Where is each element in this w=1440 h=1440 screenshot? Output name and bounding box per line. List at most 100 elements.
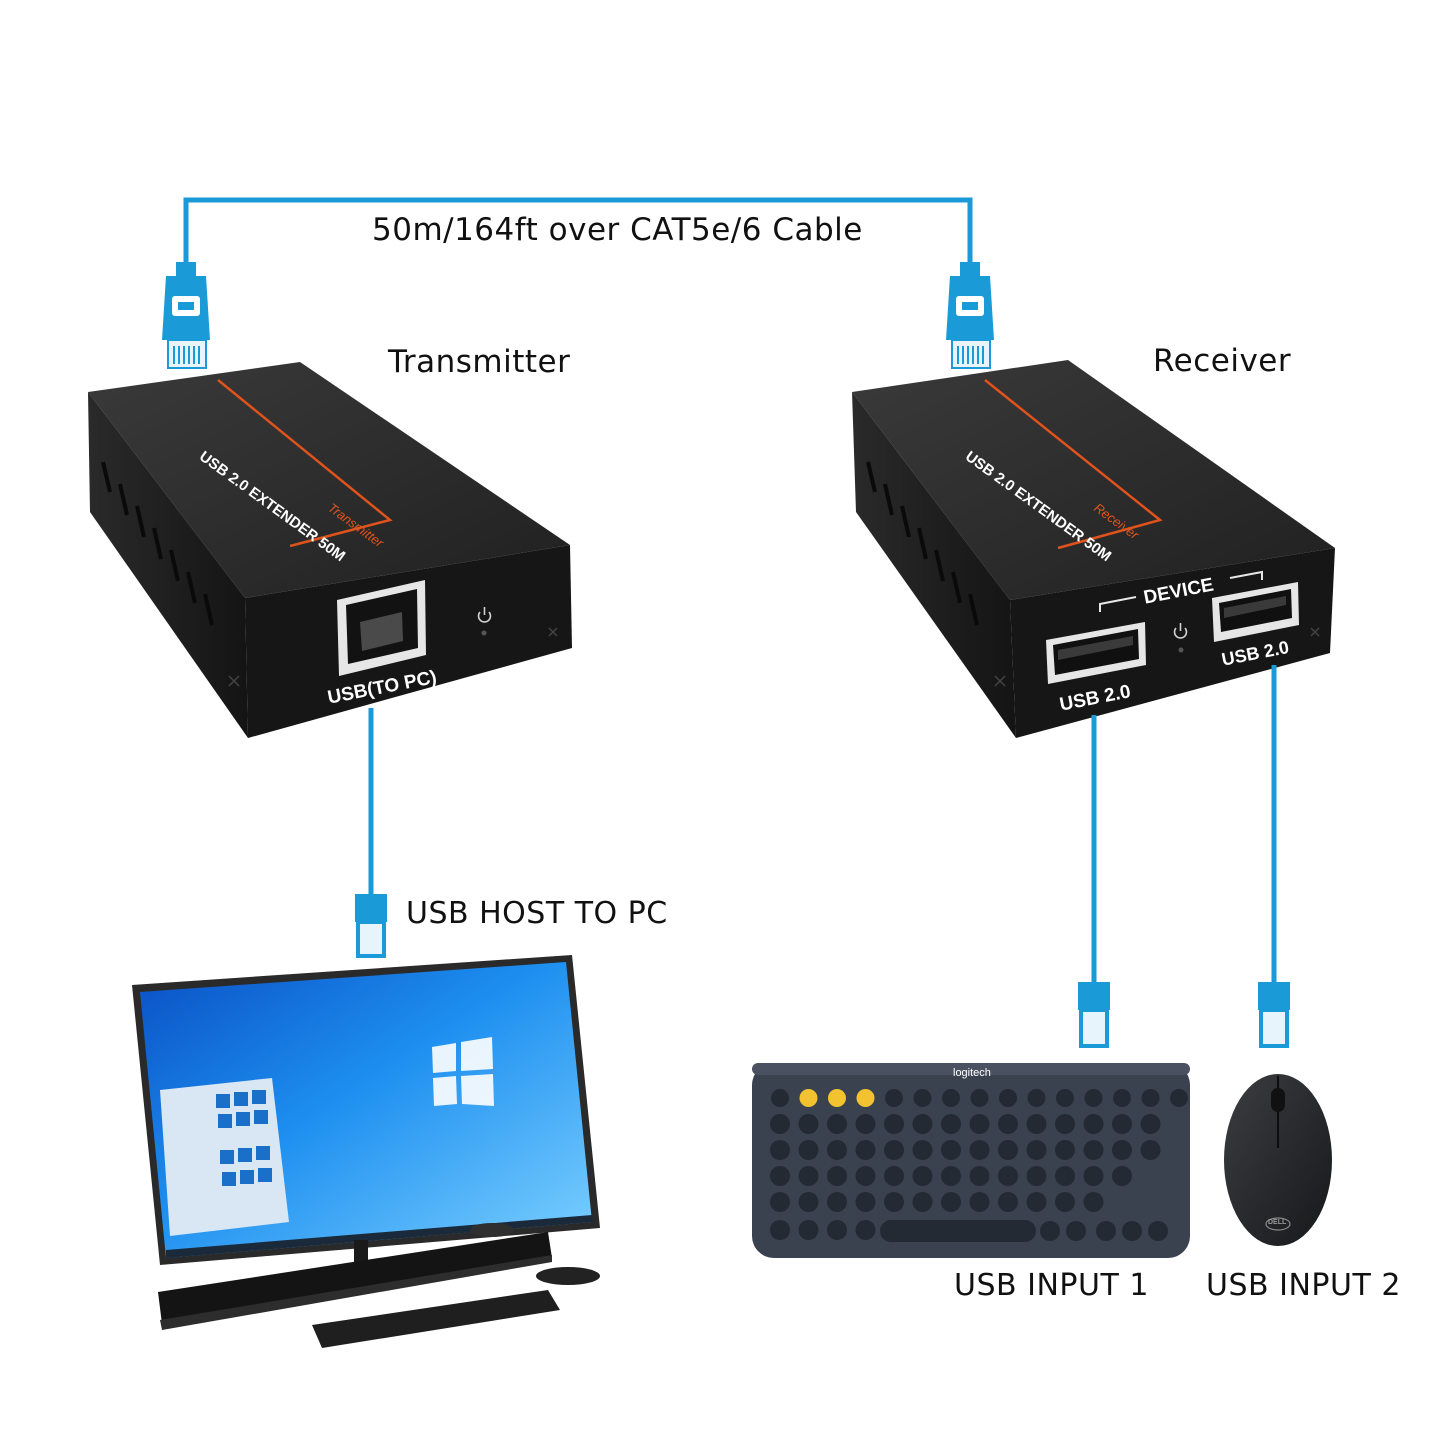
screw-icon [228,627,558,687]
keyboard-key [969,1166,990,1186]
keyboard-key [884,1166,904,1186]
usb-a-port-left-icon [1046,622,1146,684]
keyboard-key [998,1166,1018,1186]
usb-host-label: USB HOST TO PC [406,896,668,931]
keyboard-key [1112,1166,1132,1186]
keyboard-key [798,1140,819,1160]
receiver-vents [866,461,979,626]
keyboard-key [1055,1140,1075,1160]
transmitter-label: Transmitter [388,344,571,380]
keyboard-key [1083,1114,1104,1134]
keyboard-key [969,1192,990,1212]
keyboard-spacebar [880,1220,1036,1242]
keyboard-key [1055,1192,1075,1212]
desk-keyboard [312,1290,560,1348]
usb-b-port-icon [337,580,426,676]
receiver-accent-line [984,379,1163,550]
keyboard-key [884,1192,904,1212]
keyboard-key [1026,1140,1047,1160]
rj45-plug-right-icon [946,262,994,369]
receiver-label: Receiver [1153,343,1292,379]
rj45-plug-left-icon [162,262,210,369]
keyboard-key [770,1166,790,1186]
power-icon [477,607,492,623]
keyboard-key [1040,1221,1060,1241]
keyboard-key [969,1114,990,1134]
transmitter-top-face [88,362,570,598]
keyboard-key [1055,1166,1075,1186]
keyboard-key [798,1166,819,1186]
keyboard-key [912,1192,933,1212]
keyboard-key [998,1192,1018,1212]
keyboard-key [912,1166,933,1186]
keyboard-key [855,1166,876,1186]
keyboard-keys [770,1089,1188,1242]
keyboard-key [770,1220,790,1240]
keyboard-brand: logitech [953,1067,991,1079]
keyboard-key [855,1220,876,1240]
windows-logo-icon [432,1037,494,1106]
keyboard-key [1084,1089,1103,1107]
keyboard-key [1122,1221,1142,1241]
keyboard-key [827,1192,847,1212]
keyboard-key [1026,1192,1047,1212]
keyboard-key [1170,1089,1188,1107]
keyboard-key [828,1089,846,1107]
receiver-top-face [852,360,1335,600]
keyboard-key [1083,1166,1104,1186]
monitor-base [158,1232,552,1324]
keyboard-key [827,1220,847,1240]
transmitter-device [88,362,572,738]
keyboard-key [770,1140,790,1160]
keyboard-key [884,1114,904,1134]
usb-input-1-label: USB INPUT 1 [954,1268,1149,1303]
keyboard-key [1056,1089,1074,1107]
keyboard-key [771,1089,789,1107]
mouse-brand: DELL [1268,1219,1287,1226]
dell-logo-icon [1265,1217,1291,1231]
device-bracket [1099,570,1263,612]
keyboard-key [855,1192,876,1212]
keyboard-key [1140,1114,1161,1134]
keyboard-key [970,1089,989,1107]
keyboard-key [912,1140,933,1160]
keyboard-key [1083,1192,1104,1212]
keyboard-key [770,1192,790,1212]
keyboard-key [827,1114,847,1134]
keyboard-key [855,1114,876,1134]
receiver-side-face [852,392,1016,738]
keyboard-key [913,1089,932,1107]
keyboard-key [798,1220,819,1240]
keyboard-key [856,1089,875,1107]
keyboard-key [1066,1221,1086,1241]
keyboard-key [1140,1140,1161,1160]
keyboard-key [941,1192,961,1212]
keyboard-key [798,1192,819,1212]
keyboard-key [884,1140,904,1160]
power-icon [1173,623,1188,639]
keyboard-key [999,1089,1017,1107]
keyboard-key [1026,1114,1047,1134]
keyboard-key [827,1140,847,1160]
keyboard-key [1026,1166,1047,1186]
keyboard-key [827,1166,847,1186]
mouse [1224,1074,1332,1246]
keyboard-key [885,1089,903,1107]
keyboard-key [998,1140,1018,1160]
keyboard [752,1063,1190,1258]
keyboard-key [1055,1114,1075,1134]
monitor-pc [132,955,600,1348]
keyboard-key [1027,1089,1046,1107]
transmitter-accent-line [217,379,393,548]
usb-cable-input-1 [1078,715,1110,1048]
transmitter-side-face [88,392,248,738]
keyboard-key [1083,1140,1104,1160]
screw-icon [994,627,1320,687]
keyboard-key [1096,1221,1116,1241]
keyboard-key [942,1089,960,1107]
desk-mouse [536,1267,600,1285]
start-menu-tiles [216,1090,272,1186]
keyboard-key [969,1140,990,1160]
transmitter-vents [101,461,214,626]
